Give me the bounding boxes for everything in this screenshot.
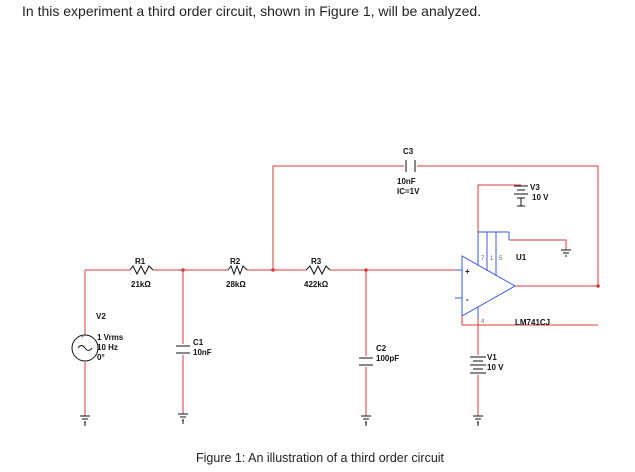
junction-dot: [364, 268, 368, 272]
wire-gnd-right: [509, 239, 567, 250]
v2-name-label: V2: [96, 312, 106, 321]
capacitor-c3: [405, 160, 416, 172]
ground-icon: [561, 249, 571, 257]
u1-pin-7-label: 7: [481, 256, 485, 262]
opamp-u1: [455, 231, 517, 318]
battery-v3: [514, 185, 528, 207]
c1-value-label: 10nF: [193, 348, 212, 357]
junction-dot: [181, 268, 185, 272]
ground-symbols: [80, 249, 571, 426]
u1-pin-1-label: 1: [490, 256, 494, 262]
capacitor-c2: [359, 357, 373, 366]
c3-ic-label: IC=1V: [397, 187, 420, 196]
v2-frequency-label: 10 Hz: [97, 343, 118, 352]
c1-name-label: C1: [193, 338, 204, 347]
c2-value-label: 100pF: [376, 354, 399, 363]
wire-v3: [477, 184, 521, 258]
svg-text:+: +: [81, 335, 85, 341]
intro-text: In this experiment a third order circuit…: [22, 3, 482, 19]
resistor-r2: [227, 264, 248, 276]
resistor-r1: [129, 264, 154, 276]
u1-pin-4-label: 4: [481, 319, 485, 325]
battery-v1: [470, 356, 486, 374]
v2-amplitude-label: 1 Vrms: [97, 333, 124, 342]
v1-name-label: V1: [487, 353, 497, 362]
ground-icon: [80, 415, 90, 426]
u1-plus-sign: +: [465, 267, 470, 276]
r2-value-label: 28kΩ: [226, 280, 246, 289]
v3-name-label: V3: [530, 183, 540, 192]
ground-icon: [178, 413, 188, 424]
capacitor-c1: [176, 345, 190, 354]
junctions: [181, 268, 600, 288]
v2-phase-label: 0°: [97, 353, 105, 362]
ground-icon: [473, 415, 483, 426]
resistor-r3: [305, 264, 331, 276]
r1-value-label: 21kΩ: [131, 280, 151, 289]
junction-dot: [596, 284, 600, 288]
figure-caption: Figure 1: An illustration of a third ord…: [196, 451, 445, 465]
r1-name-label: R1: [135, 257, 146, 266]
wire-feedback: [272, 165, 599, 287]
v1-value-label: 10 V: [487, 363, 504, 372]
ac-source-v2: +: [71, 334, 99, 362]
r3-value-label: 422kΩ: [304, 280, 329, 289]
u1-part-label: LM741CJ: [515, 318, 550, 327]
v3-value-label: 10 V: [532, 193, 549, 202]
c2-name-label: C2: [376, 344, 387, 353]
c3-name-label: C3: [403, 147, 414, 156]
u1-pin-5-label: 5: [499, 256, 503, 262]
u1-minus-sign: -: [466, 295, 469, 304]
c3-value-label: 10nF: [397, 177, 416, 186]
r2-name-label: R2: [230, 257, 241, 266]
r3-name-label: R3: [311, 257, 322, 266]
u1-name-label: U1: [516, 253, 527, 262]
component-labels: V2 1 Vrms 10 Hz 0° R1 21kΩ R2 28kΩ R3 42…: [96, 147, 550, 372]
junction-dot: [271, 268, 275, 272]
ground-icon: [361, 415, 371, 426]
